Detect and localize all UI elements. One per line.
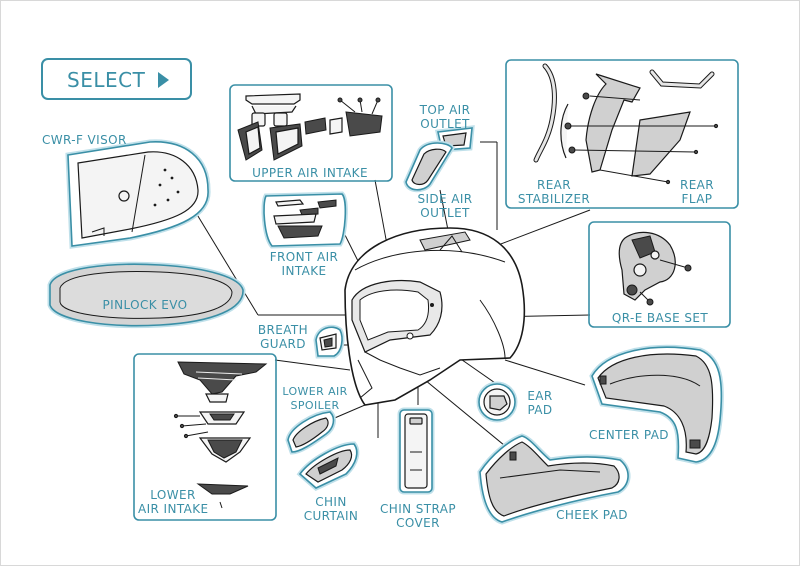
- label-chin-strap-cover-line2: COVER: [396, 516, 440, 530]
- select-button[interactable]: SELECT: [41, 58, 192, 100]
- label-breath-guard-line2: GUARD: [260, 337, 306, 351]
- label-ear-pad[interactable]: EAR PAD: [520, 389, 560, 417]
- chin-curtain-part: [296, 441, 360, 491]
- front-air-intake-part: [261, 191, 348, 249]
- label-top-air-outlet-line2: OUTLET: [420, 117, 470, 131]
- label-cheek-pad[interactable]: CHEEK PAD: [552, 508, 632, 522]
- helmet-illustration: [344, 227, 526, 406]
- label-rear-stabilizer-line1: REAR: [536, 178, 572, 192]
- lower-air-intake-parts: [173, 361, 268, 509]
- label-lower-air-intake-line2: AIR INTAKE: [138, 502, 209, 516]
- label-center-pad[interactable]: CENTER PAD: [584, 428, 674, 442]
- label-front-air-intake-line2: INTAKE: [281, 264, 327, 278]
- label-qr-e-base-set[interactable]: QR-E BASE SET: [610, 311, 710, 325]
- label-lower-air-spoiler-line2: SPOILER: [290, 399, 340, 412]
- label-lower-air-spoiler[interactable]: LOWER AIR SPOILER: [280, 385, 350, 413]
- ear-pad-part: [476, 381, 518, 423]
- label-rear-stabilizer-line2: STABILIZER: [517, 192, 591, 206]
- select-button-label: SELECT: [67, 68, 146, 92]
- label-front-air-intake[interactable]: FRONT AIR INTAKE: [264, 250, 344, 278]
- label-side-air-outlet[interactable]: SIDE AIR OUTLET: [410, 192, 480, 220]
- qr-e-base-part: [618, 231, 692, 306]
- label-rear-flap[interactable]: REAR FLAP: [672, 178, 722, 206]
- label-chin-curtain-line2: CURTAIN: [303, 509, 359, 523]
- label-top-air-outlet[interactable]: TOP AIR OUTLET: [410, 103, 480, 131]
- rear-parts: [533, 63, 719, 185]
- upper-air-intake-frame: [229, 84, 393, 182]
- label-lower-air-spoiler-line1: LOWER AIR: [282, 385, 348, 398]
- label-qr-e-base-set-text: QR-E BASE SET: [611, 311, 709, 325]
- label-rear-flap-line1: REAR: [679, 178, 715, 192]
- cheek-pad-part: [477, 433, 631, 525]
- label-rear-stabilizer[interactable]: REAR STABILIZER: [514, 178, 594, 206]
- pinlock-part: [47, 261, 246, 329]
- lower-air-intake-frame: [133, 353, 277, 521]
- label-center-pad-text: CENTER PAD: [589, 428, 669, 442]
- label-side-air-outlet-line2: OUTLET: [420, 206, 470, 220]
- qr-e-frame: [588, 221, 731, 328]
- visor-part: [65, 139, 211, 249]
- label-breath-guard-line1: BREATH: [257, 323, 309, 337]
- label-cwr-f-visor-text: CWR-F VISOR: [42, 133, 127, 147]
- chin-strap-cover-part: [397, 407, 435, 495]
- label-breath-guard[interactable]: BREATH GUARD: [252, 323, 314, 351]
- label-lower-air-intake[interactable]: LOWER AIR INTAKE: [138, 488, 208, 516]
- label-ear-pad-line2: PAD: [527, 403, 553, 417]
- rear-parts-frame: [505, 59, 739, 209]
- label-side-air-outlet-line1: SIDE AIR: [417, 192, 473, 206]
- center-pad-part: [589, 344, 724, 465]
- label-upper-air-intake-text: UPPER AIR INTAKE: [252, 166, 368, 180]
- label-rear-flap-line2: FLAP: [681, 192, 713, 206]
- label-chin-curtain-line1: CHIN: [315, 495, 347, 509]
- label-upper-air-intake[interactable]: UPPER AIR INTAKE: [250, 166, 370, 180]
- label-pinlock-evo[interactable]: PINLOCK EVO: [90, 298, 200, 312]
- label-chin-strap-cover-line1: CHIN STRAP: [380, 502, 456, 516]
- play-arrow-icon: [158, 72, 169, 88]
- label-front-air-intake-line1: FRONT AIR: [269, 250, 339, 264]
- label-ear-pad-line1: EAR: [527, 389, 553, 403]
- label-chin-curtain[interactable]: CHIN CURTAIN: [296, 495, 366, 523]
- label-lower-air-intake-line1: LOWER: [150, 488, 196, 502]
- label-cwr-f-visor[interactable]: CWR-F VISOR: [42, 133, 127, 147]
- upper-air-intake-parts: [237, 93, 383, 161]
- breath-guard-part: [313, 324, 345, 359]
- label-chin-strap-cover[interactable]: CHIN STRAP COVER: [376, 502, 460, 530]
- label-top-air-outlet-line1: TOP AIR: [419, 103, 471, 117]
- lower-air-spoiler-part: [285, 409, 336, 455]
- label-cheek-pad-text: CHEEK PAD: [556, 508, 628, 522]
- label-pinlock-evo-text: PINLOCK EVO: [102, 298, 188, 312]
- side-air-outlet-part: [403, 140, 455, 193]
